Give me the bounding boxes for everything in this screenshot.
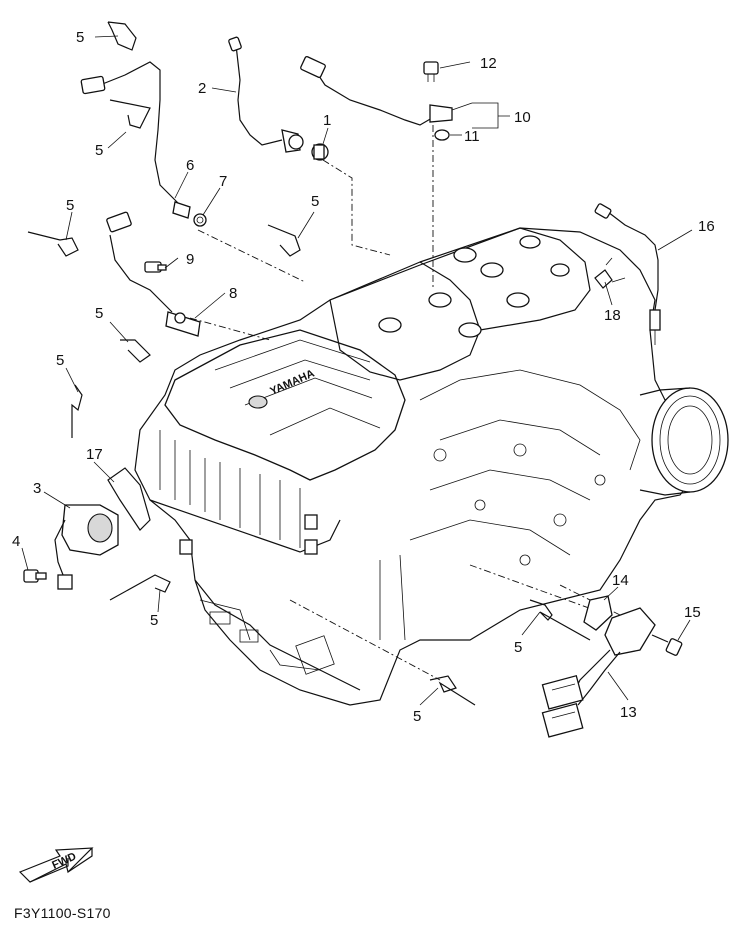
part-4-bolt <box>23 569 47 583</box>
callout-13: 13 <box>620 704 637 721</box>
part-2-sensor-cable <box>228 36 304 153</box>
part-12-bolt <box>423 61 439 82</box>
callout-5-bottom-right: 5 <box>514 639 522 656</box>
callout-16: 16 <box>698 218 715 235</box>
dashed-leaders <box>189 110 621 681</box>
callout-3: 3 <box>33 480 41 497</box>
callout-7: 7 <box>219 173 227 190</box>
callout-9: 9 <box>186 251 194 268</box>
part-10-sensor-harness <box>300 56 453 126</box>
part-5-cable-ties <box>27 21 591 706</box>
spark-plug-bosses <box>378 235 570 338</box>
callout-5-mid-left: 5 <box>95 305 103 322</box>
callout-5-center: 5 <box>311 193 319 210</box>
part-18-sensor <box>594 257 626 289</box>
callout-18: 18 <box>604 307 621 324</box>
fwd-arrow-icon: FWD <box>18 847 94 883</box>
part-14-gasket <box>583 595 613 631</box>
callout-labels: 5 2 5 6 7 1 12 10 11 5 5 9 8 16 18 5 5 1… <box>12 29 715 725</box>
engine-block: YAMAHA <box>134 227 729 706</box>
callout-14: 14 <box>612 572 629 589</box>
callout-12: 12 <box>480 55 497 72</box>
flywheel-cover <box>639 387 729 496</box>
callout-5-upper-left: 5 <box>95 142 103 159</box>
figure-code: F3Y1100-S170 <box>14 905 111 921</box>
part-17-bracket <box>107 467 151 531</box>
part-11-o-ring <box>434 129 450 141</box>
part-13-connector-harness <box>541 607 656 738</box>
part-1-sensor <box>311 143 329 161</box>
callout-8: 8 <box>229 285 237 302</box>
callout-10: 10 <box>514 109 531 126</box>
callout-1: 1 <box>323 112 331 129</box>
callout-6: 6 <box>186 157 194 174</box>
part-9-bolt <box>144 261 167 273</box>
part-6-sensor-cable <box>80 61 207 227</box>
callout-5-left: 5 <box>66 197 74 214</box>
callout-5-bottom-left: 5 <box>150 612 158 629</box>
callout-5-top: 5 <box>76 29 84 46</box>
callout-5-left-lower: 5 <box>56 352 64 369</box>
callout-2: 2 <box>198 80 206 97</box>
callout-17: 17 <box>86 446 103 463</box>
callout-4: 4 <box>12 533 20 550</box>
callout-5-bottom-center: 5 <box>413 708 421 725</box>
part-15-bolt <box>651 634 683 656</box>
part-16-temp-sensor <box>594 203 661 345</box>
part-8-crank-sensor <box>106 211 201 337</box>
part-3-module <box>54 504 119 590</box>
callout-15: 15 <box>684 604 701 621</box>
callout-11: 11 <box>464 128 480 145</box>
callout-leaders <box>21 35 693 706</box>
